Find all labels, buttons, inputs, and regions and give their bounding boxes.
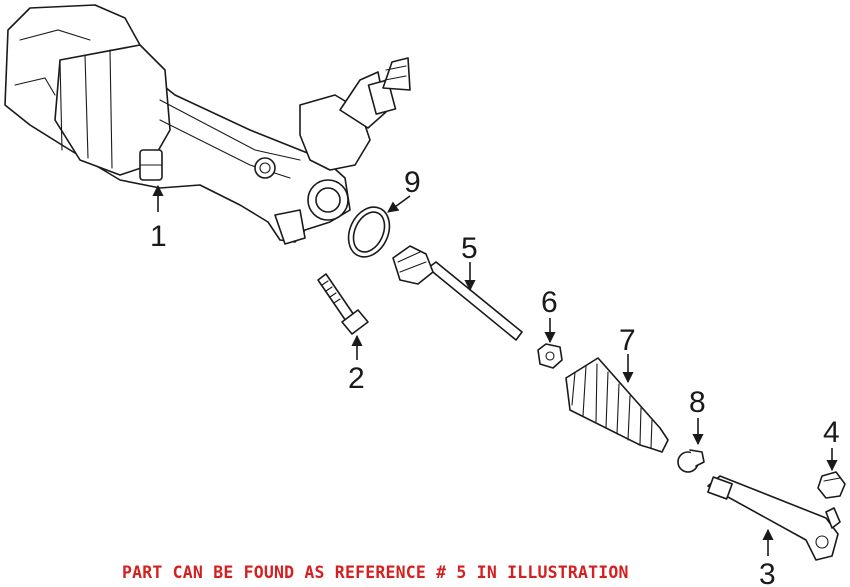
part-8-clamp[interactable]	[677, 449, 705, 473]
reference-caption: PART CAN BE FOUND AS REFERENCE # 5 IN IL…	[122, 563, 629, 582]
callout-1: 1	[150, 220, 167, 253]
callout-3: 3	[759, 558, 776, 587]
part-9-o-ring[interactable]	[341, 200, 397, 263]
part-1-steering-gear[interactable]	[4, 4, 411, 245]
leader-9	[387, 195, 411, 213]
part-5-inner-tie-rod[interactable]	[392, 245, 523, 341]
part-7-boot[interactable]	[565, 357, 669, 453]
callout-2: 2	[348, 362, 365, 395]
callout-7: 7	[619, 324, 636, 357]
callout-8: 8	[689, 386, 706, 419]
part-3-outer-tie-rod[interactable]	[707, 475, 841, 561]
callout-9: 9	[404, 166, 421, 199]
callout-4: 4	[823, 416, 840, 449]
callout-6: 6	[541, 286, 558, 319]
part-4-nut[interactable]	[817, 471, 846, 499]
part-2-bolt[interactable]	[317, 273, 369, 335]
callout-5: 5	[461, 232, 478, 265]
part-6-nut[interactable]	[537, 343, 563, 369]
